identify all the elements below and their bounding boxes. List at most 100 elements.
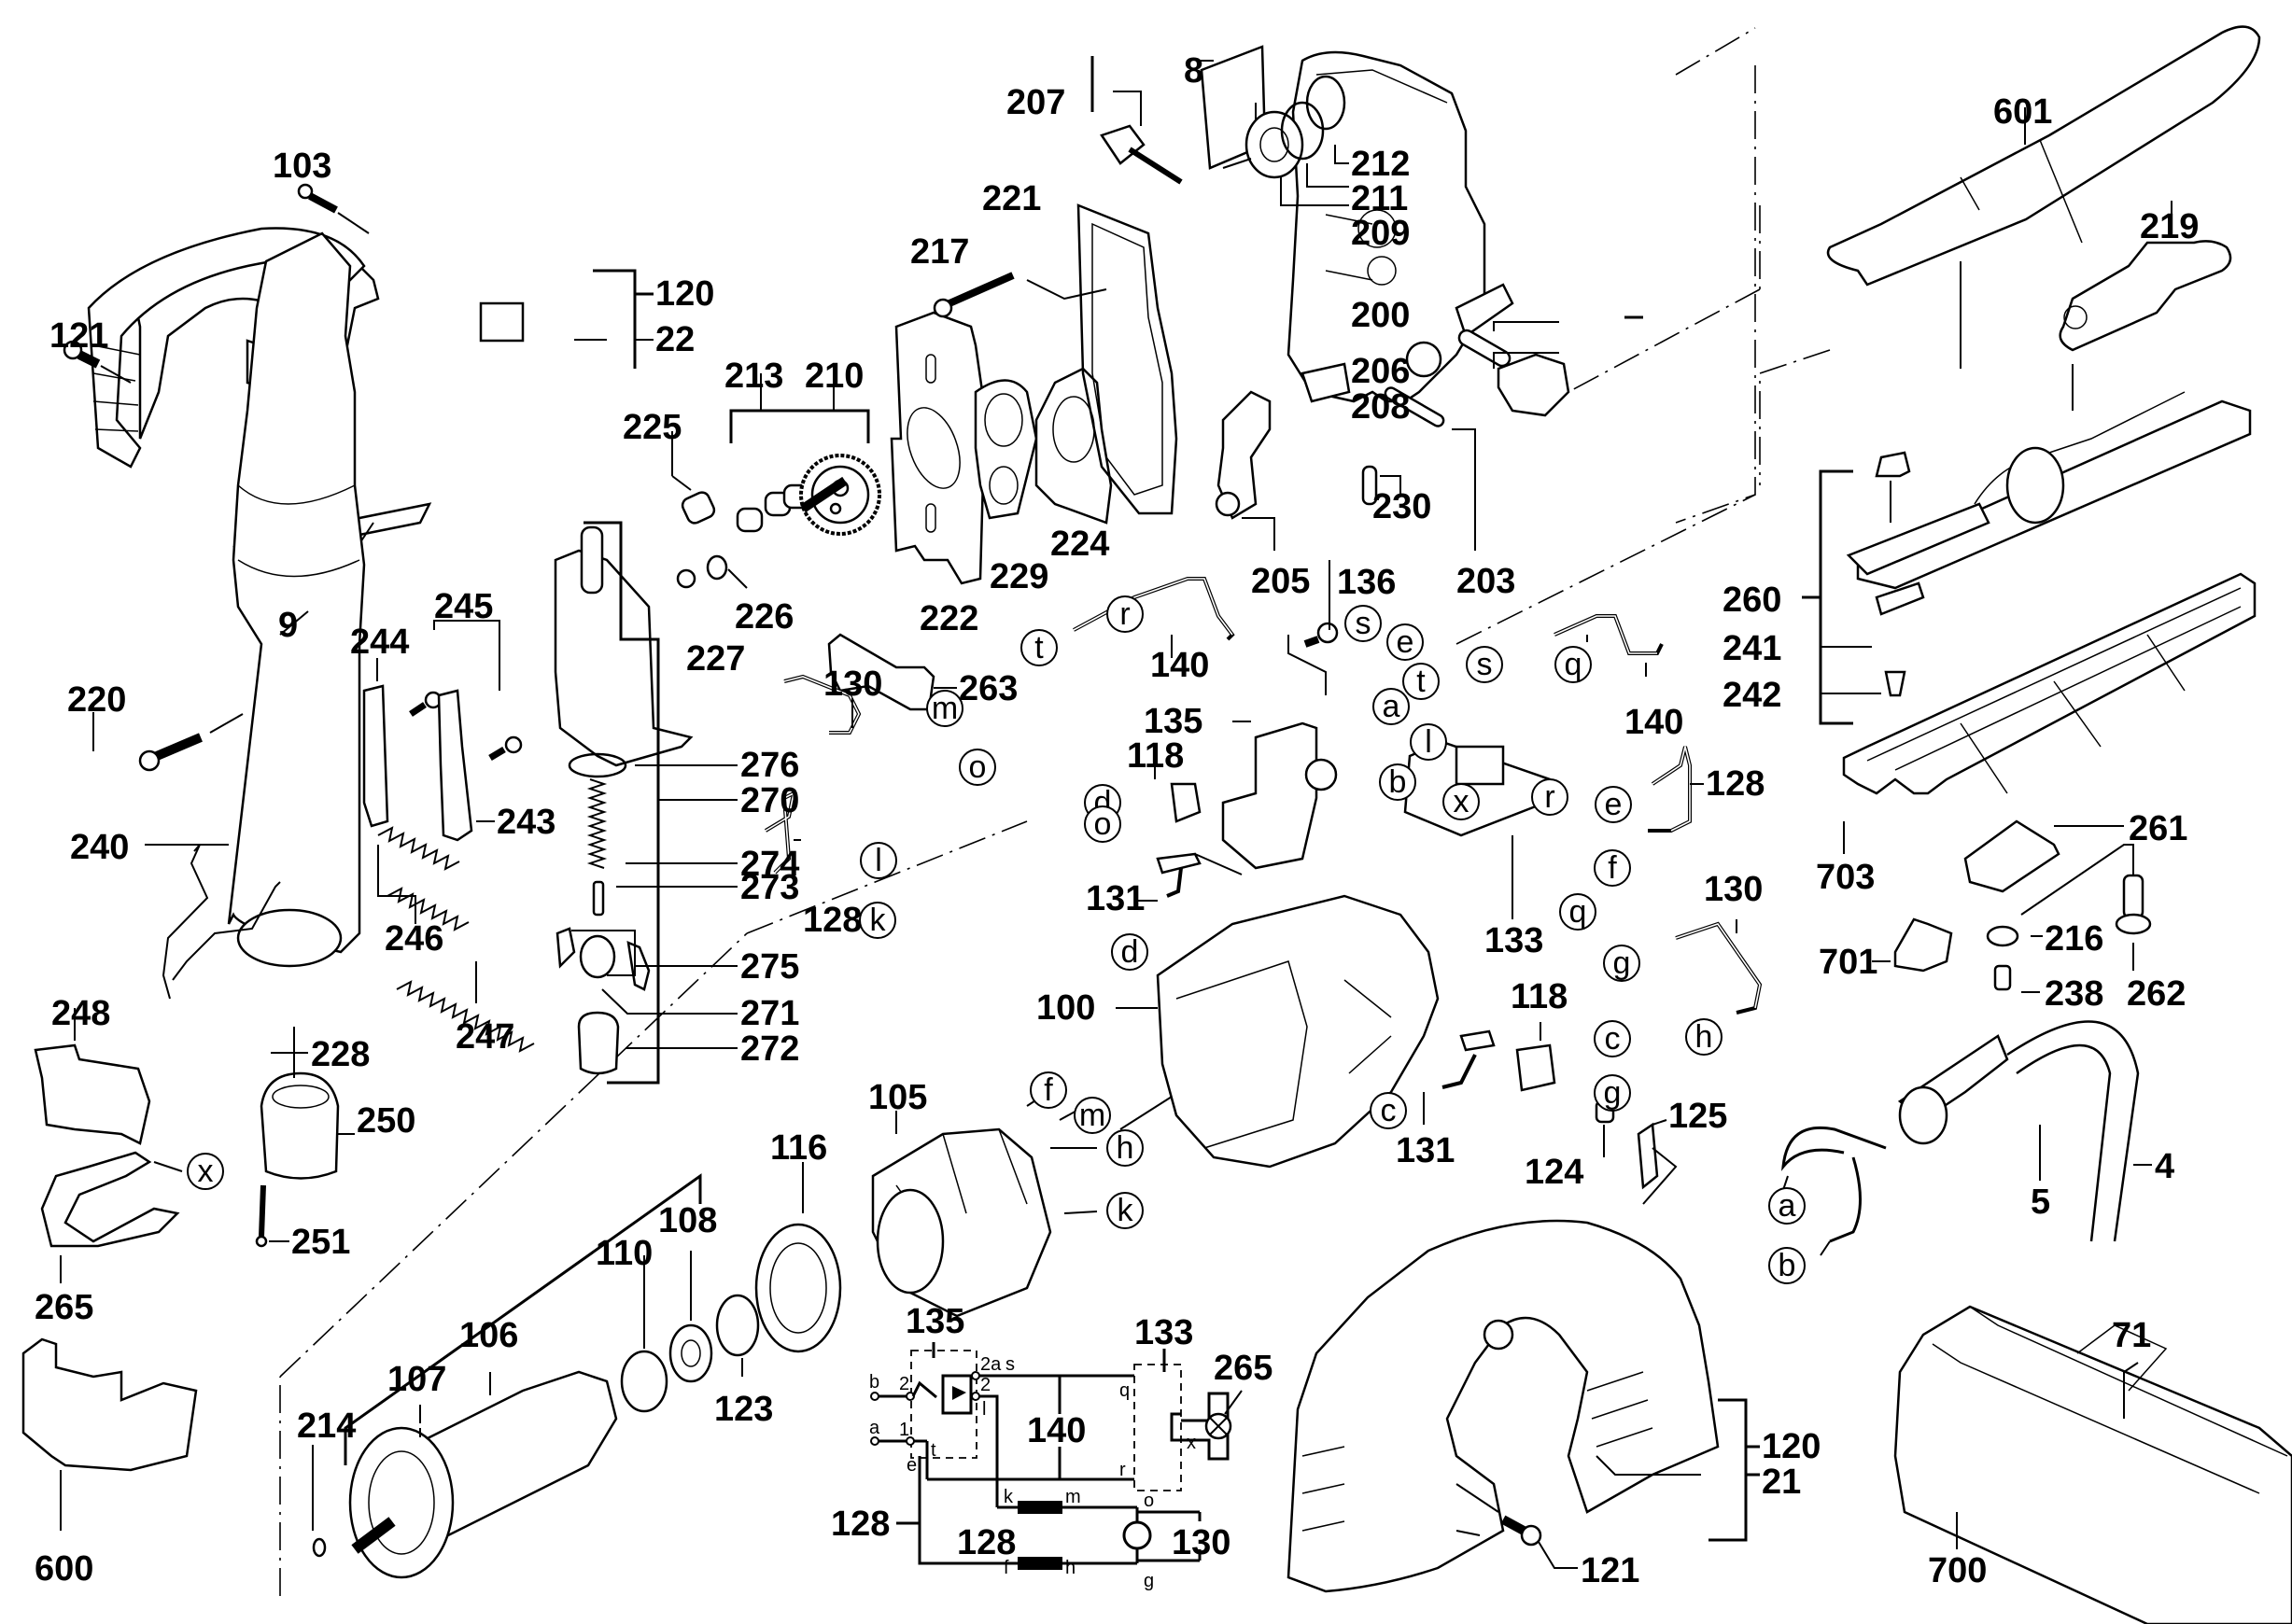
connector-m1: m: [926, 690, 963, 727]
connector-e2: e: [1595, 786, 1632, 823]
label-208: 208: [1351, 387, 1410, 427]
svg-text:g: g: [1604, 1075, 1622, 1111]
svg-text:t: t: [1034, 630, 1044, 665]
armature-107: [348, 1370, 618, 1579]
connector-f2: f: [1030, 1071, 1067, 1109]
circlip-212: [1305, 75, 1346, 131]
label-263: 263: [959, 669, 1018, 708]
label-273: 273: [740, 868, 799, 907]
label-244: 244: [350, 623, 409, 662]
schematic-terminal-k: k: [1004, 1487, 1014, 1507]
label-276: 276: [740, 746, 799, 785]
schematic-terminal-2a: 2a: [980, 1354, 1002, 1375]
connector-x1: x: [1442, 783, 1480, 820]
gear-210: [799, 454, 881, 536]
connector-q1: q: [1554, 646, 1592, 683]
washer-216: [1986, 925, 2043, 947]
label-222: 222: [920, 599, 978, 638]
connector-q2: q: [1559, 893, 1596, 931]
label-270: 270: [740, 781, 799, 820]
label-248: 248: [51, 994, 110, 1033]
schematic-label-135: 135: [906, 1302, 964, 1341]
label-136: 136: [1337, 563, 1396, 602]
guide-100-131: [1194, 853, 1243, 875]
guide-243: [437, 689, 495, 842]
label-229: 229: [990, 557, 1048, 596]
label-272: 272: [740, 1029, 799, 1069]
label-133: 133: [1484, 921, 1543, 960]
cover-600: [21, 1337, 198, 1531]
field-coil-upper: [1018, 1501, 1062, 1514]
schematic-terminal-r: r: [1119, 1460, 1126, 1480]
svg-text:a: a: [1383, 689, 1400, 724]
schematic-label-265: 265: [1214, 1349, 1273, 1388]
connector-s2: s: [1466, 646, 1503, 683]
svg-text:a: a: [1779, 1188, 1796, 1224]
schematic-label-130: 130: [1172, 1523, 1230, 1562]
retaining-ring-227: [676, 568, 696, 589]
connector-t1: t: [1020, 629, 1058, 666]
svg-text:c: c: [1605, 1021, 1621, 1057]
label-241: 241: [1723, 629, 1781, 668]
svg-text:h: h: [1117, 1130, 1134, 1166]
svg-text:b: b: [1779, 1248, 1796, 1283]
bracket-120-bot: [1708, 1398, 1748, 1542]
screw-121-top: [63, 340, 132, 384]
plate-224: [1034, 367, 1113, 525]
motor-symbol: [1122, 1520, 1152, 1550]
label-21: 21: [1762, 1463, 1801, 1502]
schematic-terminal-2: 2: [980, 1375, 991, 1395]
lead-128-b: [1648, 746, 1704, 833]
label-224: 224: [1050, 525, 1109, 564]
electronics-box: [1133, 1364, 1182, 1491]
label-242: 242: [1723, 676, 1781, 715]
label-220: 220: [67, 680, 126, 720]
label-131-a: 131: [1086, 879, 1145, 918]
svg-text:m: m: [932, 691, 958, 726]
label-135: 135: [1144, 702, 1202, 741]
part-number-labels: 103 121 120 22 9 225 213 210 217 221 207…: [35, 51, 2199, 1590]
electronics-133: [1403, 740, 1552, 919]
label-103: 103: [273, 147, 331, 186]
label-600: 600: [35, 1549, 93, 1589]
label-214: 214: [297, 1407, 356, 1446]
screw-217: [933, 272, 1107, 318]
label-108: 108: [658, 1201, 717, 1240]
base-plate-260: [1846, 391, 2252, 590]
plate-241: [1835, 581, 1925, 648]
connector-118-a: [1154, 765, 1202, 823]
connector-r1: r: [1106, 595, 1144, 633]
switch-carrier-250: [260, 1027, 355, 1180]
leader-212: [1334, 145, 1349, 164]
connector-131-b: [1423, 1029, 1496, 1125]
schematic-terminal-s: s: [1005, 1354, 1015, 1375]
label-8: 8: [1184, 51, 1203, 91]
label-125: 125: [1668, 1097, 1727, 1136]
label-140-b: 140: [1624, 703, 1683, 742]
svg-text:s: s: [1477, 647, 1493, 682]
label-262: 262: [2127, 974, 2186, 1014]
schematic-label-140: 140: [1027, 1411, 1086, 1450]
pin-207: [1100, 91, 1183, 185]
bracket-106: [344, 1173, 702, 1465]
plunger-housing: [554, 525, 694, 778]
spring-247: [396, 961, 535, 1053]
leader-9: [279, 610, 309, 636]
connector-l2: l: [1410, 723, 1447, 761]
springs-246: [377, 826, 470, 931]
label-124: 124: [1525, 1153, 1583, 1192]
schematic-terminal-f: f: [1004, 1558, 1009, 1578]
connector-c2: c: [1370, 1092, 1407, 1129]
svg-text:d: d: [1121, 934, 1139, 970]
svg-text:x: x: [1454, 784, 1469, 819]
screw-220: [92, 712, 244, 772]
clip-214: [312, 1445, 327, 1558]
svg-text:q: q: [1569, 894, 1587, 930]
label-227: 227: [686, 639, 745, 679]
lead-140-b: [1554, 614, 1664, 677]
label-128-a: 128: [803, 901, 862, 940]
schematic-label-133: 133: [1134, 1313, 1193, 1352]
svg-text:k: k: [870, 903, 887, 938]
field-105: [871, 1093, 1098, 1318]
svg-text:f: f: [1044, 1072, 1053, 1108]
